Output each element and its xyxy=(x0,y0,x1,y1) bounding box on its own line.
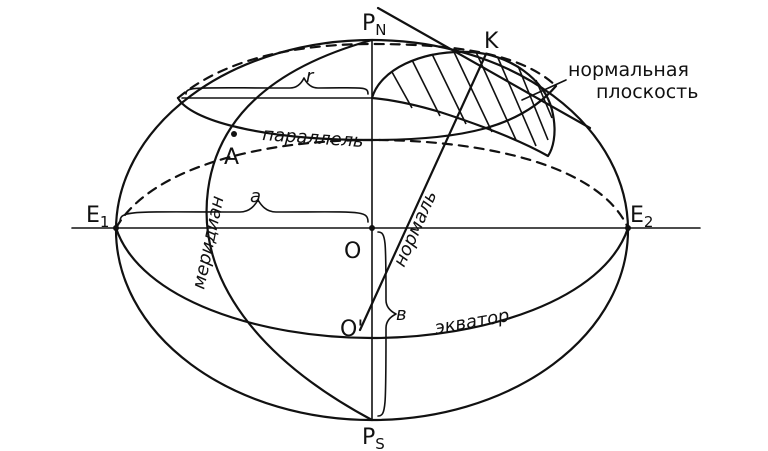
normal-plane-outline xyxy=(370,50,556,158)
equator-front xyxy=(114,226,630,340)
meridian-curve xyxy=(205,38,374,422)
label-e2: E2 xyxy=(630,203,653,231)
label-o: O xyxy=(344,239,361,264)
point-e1-marker xyxy=(113,225,119,231)
label-equator: экватор xyxy=(433,305,511,339)
normal-line xyxy=(358,52,488,332)
label-b: в xyxy=(396,304,407,325)
label-ps: PS xyxy=(362,425,385,451)
parallel-front xyxy=(176,84,558,142)
point-o-marker xyxy=(369,225,375,231)
point-a-marker xyxy=(231,131,237,137)
brace-a xyxy=(119,199,369,223)
point-e2-marker xyxy=(625,225,631,231)
brace-r xyxy=(185,77,369,95)
label-k: K xyxy=(484,29,499,54)
plane-pointer xyxy=(521,79,567,101)
label-e1: E1 xyxy=(86,203,109,231)
label-plane-line2: плоскость xyxy=(596,81,698,103)
label-meridian: меридиан xyxy=(188,194,228,291)
label-a: a xyxy=(250,186,261,207)
label-a-point: A xyxy=(224,145,239,170)
brace-b xyxy=(377,231,397,417)
label-o-prime: O' xyxy=(340,317,363,342)
label-pn: PN xyxy=(362,11,387,39)
label-r: r xyxy=(306,66,315,87)
label-plane-line1: нормальная xyxy=(568,59,689,81)
tangent-line xyxy=(376,6,592,130)
parallel-back xyxy=(176,42,558,100)
